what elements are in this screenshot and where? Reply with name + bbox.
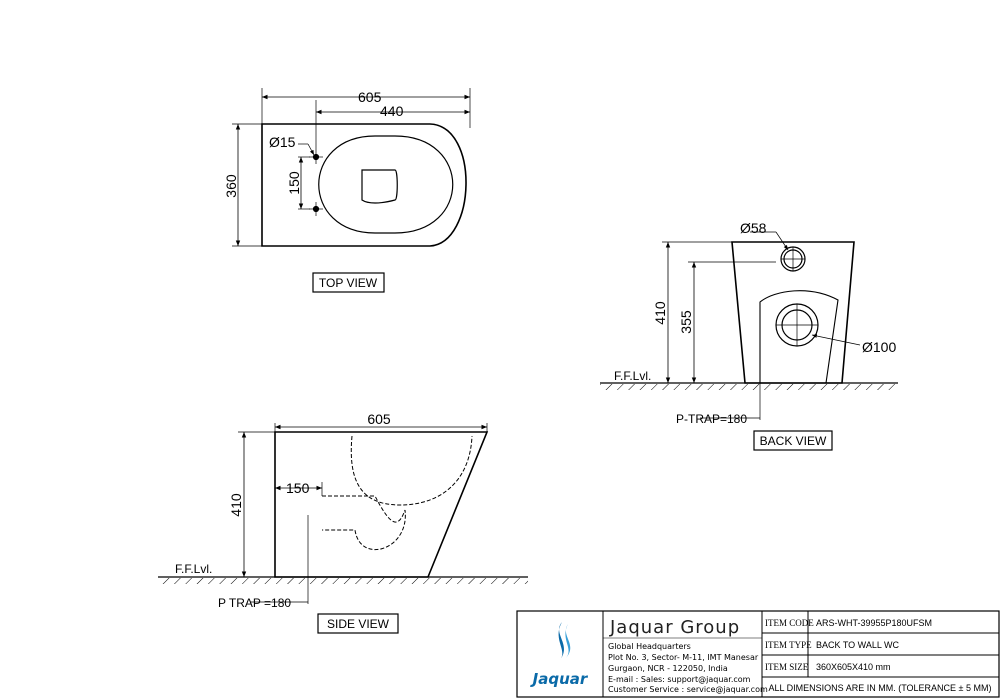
- company-name: Jaquar Group: [609, 617, 740, 638]
- brand-name: Jaquar: [530, 670, 589, 688]
- back-view: [600, 231, 898, 451]
- top-view: [232, 88, 471, 293]
- item-type-label: ITEM TYPE: [765, 640, 812, 650]
- side-view-floor-label: F.F.Lvl.: [175, 562, 212, 576]
- tolerance-note: ALL DIMENSIONS ARE IN MM. (TOLERANCE ± 5…: [769, 683, 992, 693]
- back-view-dim-outlet: Ø100: [862, 339, 896, 355]
- service-line: Customer Service : service@jaquar.com: [608, 685, 768, 694]
- side-view-title: SIDE VIEW: [327, 617, 390, 631]
- item-code-value: ARS-WHT-39955P180UFSM: [816, 618, 932, 628]
- side-view-dim-150: 150: [286, 480, 310, 496]
- email-line: E-mail : Sales: support@jaquar.com: [608, 675, 751, 684]
- item-type-value: BACK TO WALL WC: [816, 640, 900, 650]
- top-view-outline: [261, 123, 467, 247]
- side-view-trap-label: P TRAP =180: [218, 596, 291, 610]
- address-line-1: Plot No. 3, Sector- M-11, IMT Manesar: [608, 653, 759, 662]
- back-view-floor-label: F.F.Lvl.: [614, 369, 651, 383]
- side-view-outline: [274, 431, 489, 578]
- item-size-value: 360X605X410 mm: [816, 662, 891, 672]
- back-view-dim-inlet: Ø58: [740, 220, 767, 236]
- back-view-dim-355: 355: [678, 310, 694, 334]
- back-view-dim-410: 410: [652, 301, 668, 325]
- item-size-label: ITEM SIZE: [765, 662, 809, 672]
- back-view-trap-label: P-TRAP=180: [676, 412, 747, 426]
- top-view-bowl: [318, 135, 454, 234]
- top-view-dim-150: 150: [286, 171, 302, 195]
- top-view-dim-605: 605: [358, 89, 382, 105]
- side-view: [158, 423, 528, 634]
- item-code-label: ITEM CODE: [765, 618, 814, 628]
- title-block: [516, 610, 1000, 698]
- top-view-title: TOP VIEW: [319, 276, 378, 290]
- side-view-trap: [350, 435, 473, 506]
- side-view-dim-410: 410: [228, 493, 244, 517]
- side-view-dim-605: 605: [367, 411, 391, 427]
- top-view-dim-440: 440: [380, 103, 404, 119]
- back-view-title: BACK VIEW: [760, 434, 827, 448]
- top-view-opening: [361, 169, 398, 204]
- top-view-dim-hole: Ø15: [269, 134, 296, 150]
- brand-logo: [558, 622, 571, 660]
- address-line-2: Gurgaon, NCR - 122050, India: [608, 664, 728, 673]
- hq-label: Global Headquarters: [608, 642, 691, 651]
- top-view-dim-360: 360: [223, 174, 239, 198]
